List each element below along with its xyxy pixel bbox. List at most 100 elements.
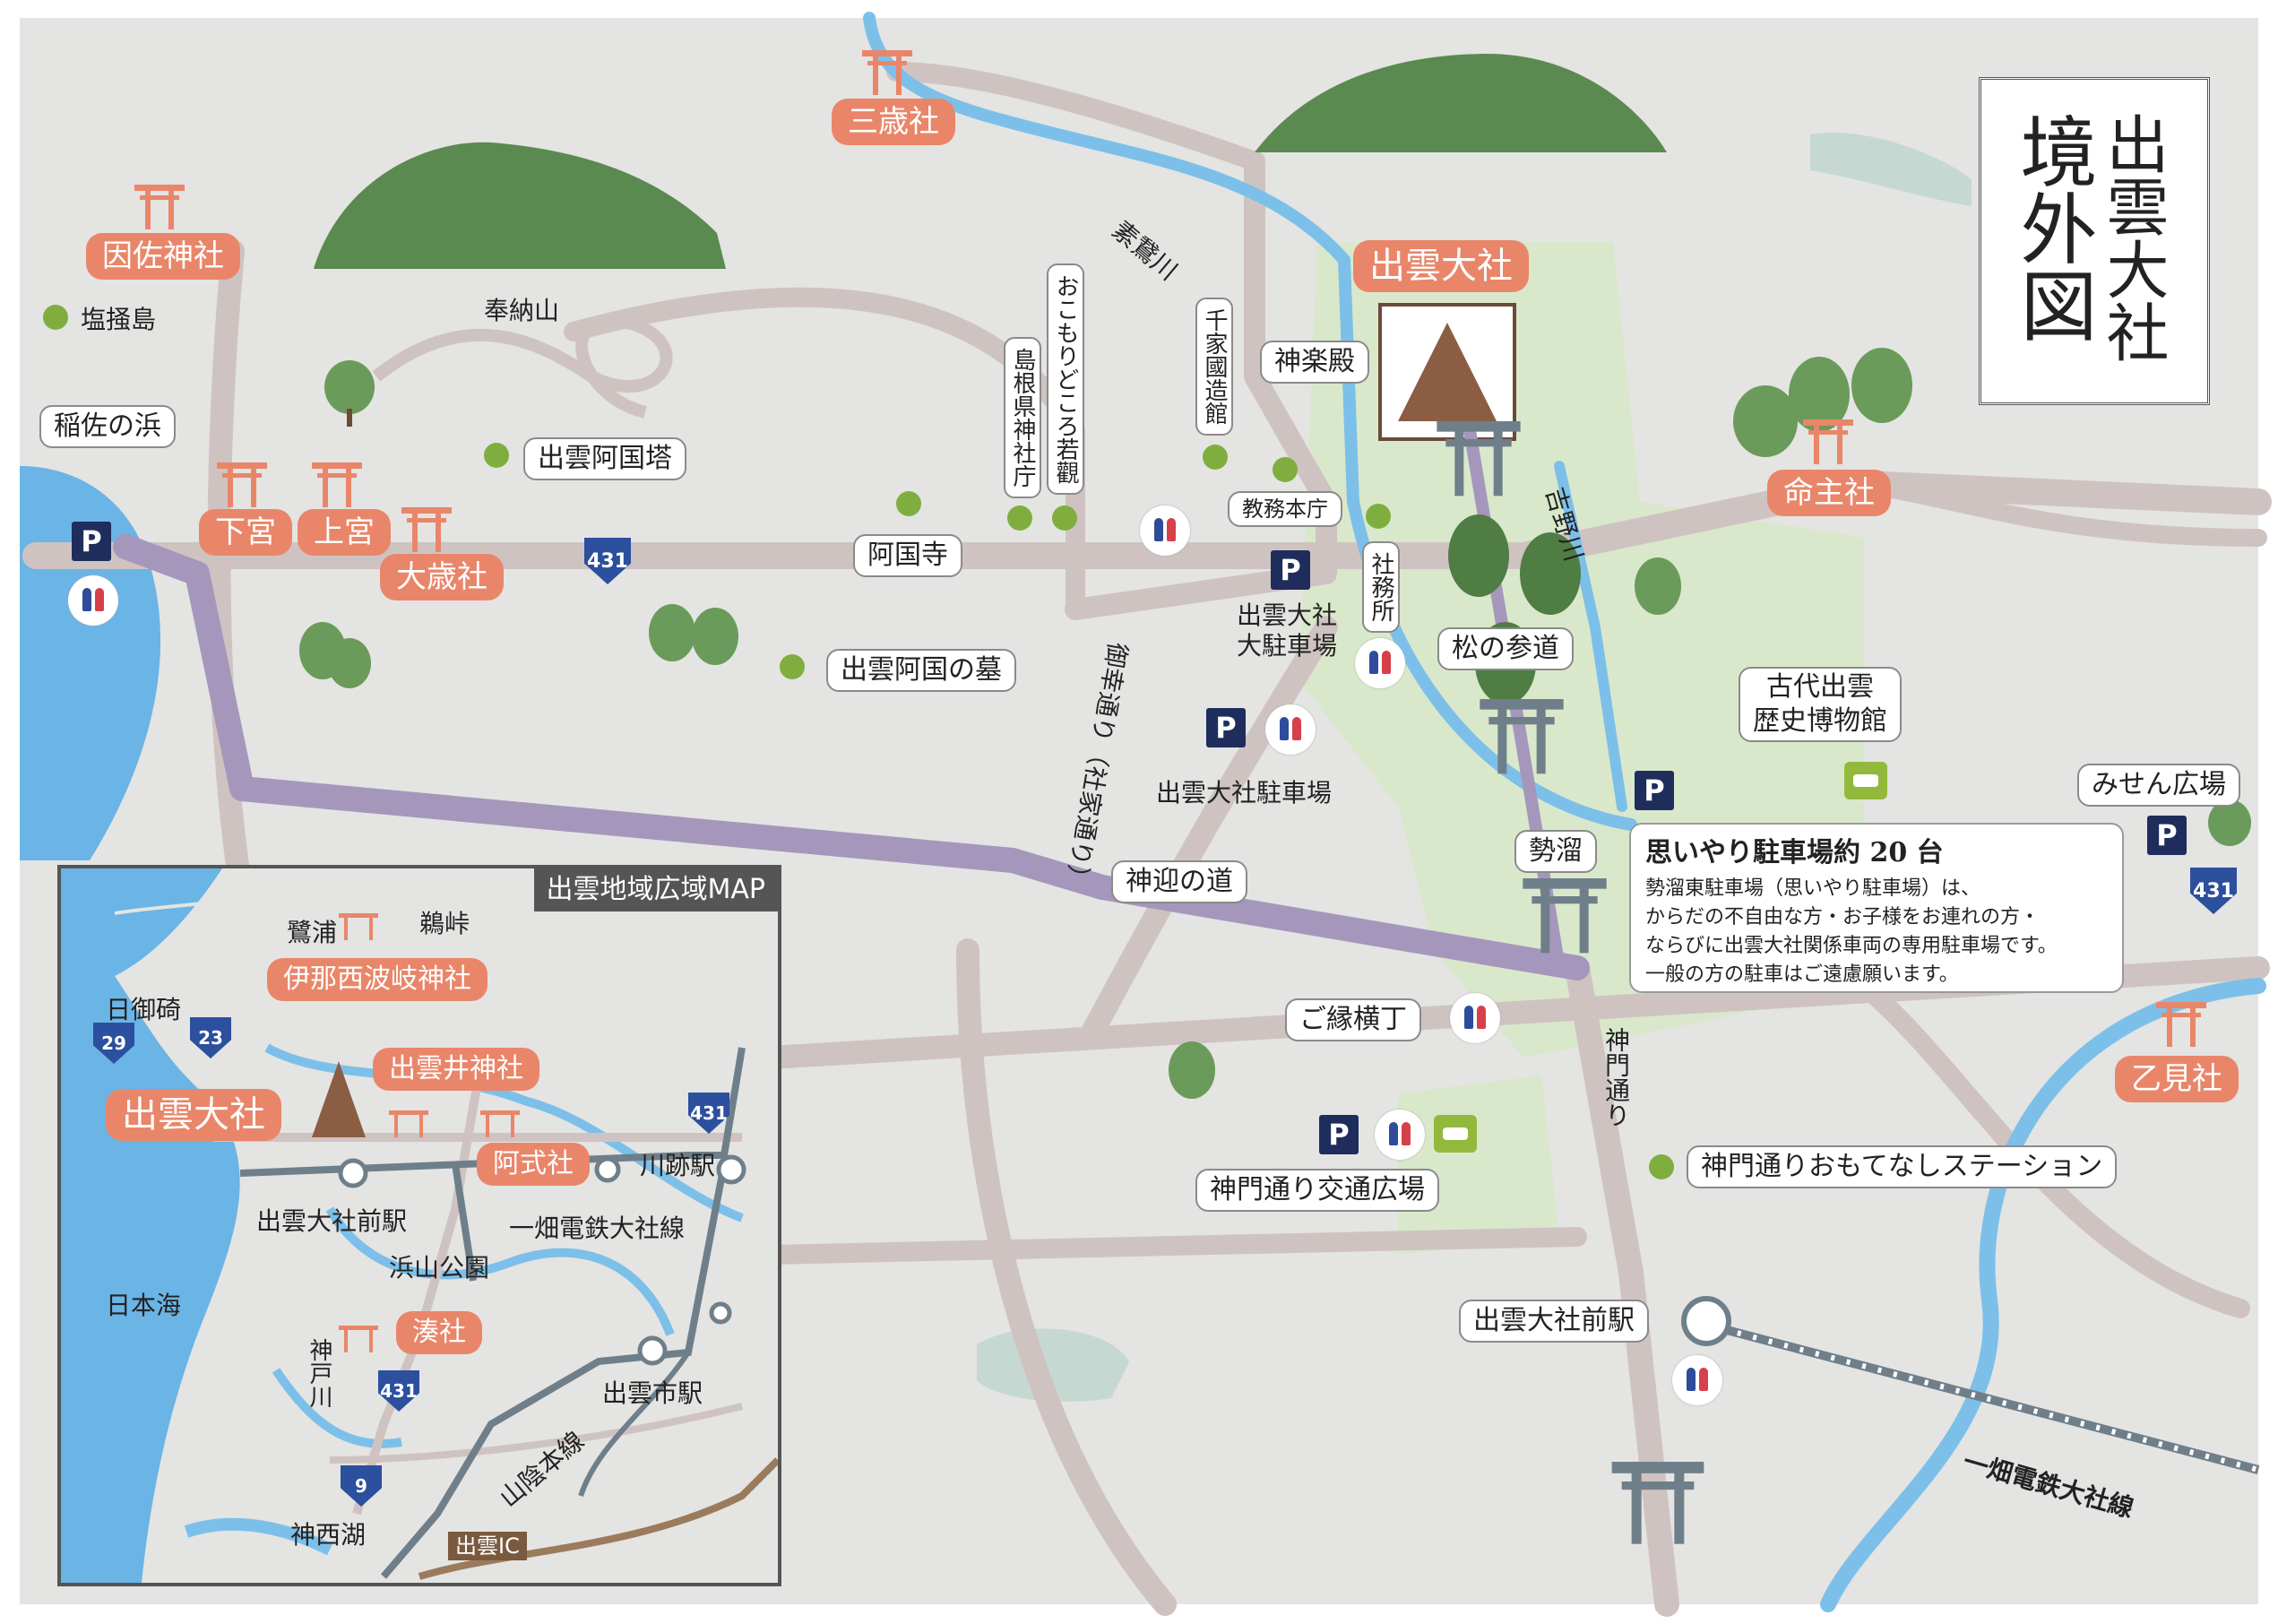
shrine-inasa[interactable]: 因佐神社 [86,233,240,280]
tree-icon [324,360,375,427]
inset-label-station-taisha: 出雲大社前駅 [256,1206,408,1236]
torii-icon [312,462,362,507]
parking-icon[interactable]: P [1206,708,1246,747]
place-shimane-office[interactable]: 島根県神社庁 [1004,337,1041,498]
poi-dot-icon [780,654,805,679]
toilet-icon[interactable] [68,575,118,626]
place-shamusho[interactable]: 社務所 [1362,541,1400,633]
torii-icon [1523,878,1607,954]
place-okomori[interactable]: おこもりどころ若觀 [1047,263,1084,495]
inset-label-hinomisaki: 日御碕 [106,995,182,1024]
inset-shrine-minato[interactable]: 湊社 [396,1311,482,1354]
place-okuni-grave[interactable]: 出雲阿国の墓 [826,649,1016,692]
label-shioka: 塩掻島 [81,305,157,334]
inset-label-izumo-ic: 出雲IC [448,1532,527,1560]
label-big-parking: 出雲大社 大駐車場 [1237,600,1338,661]
torii-icon [862,50,912,95]
map-title: 出雲大社 境外図 [1979,77,2210,405]
toilet-icon[interactable] [1672,1355,1722,1405]
toilet-icon[interactable] [1355,638,1405,688]
poi-dot-icon [1649,1154,1674,1179]
inset-label-sagiura: 鷺浦 [287,918,338,947]
poi-dot-icon [1366,504,1391,529]
title-line2: 境外図 [2006,112,2096,343]
torii-icon [2156,1002,2206,1047]
place-museum[interactable]: 古代出雲 歴史博物館 [1739,667,1902,742]
shrine-sansaisha[interactable]: 三歳社 [832,99,955,145]
torii-icon [1611,1462,1704,1544]
place-station[interactable]: 出雲大社前駅 [1459,1300,1649,1343]
parking-icon[interactable]: P [72,522,111,561]
label-shinmon-dori: 神門通り [1601,1027,1631,1127]
station-icon[interactable] [1681,1296,1731,1346]
inset-shrine-inasanami[interactable]: 伊那西波岐神社 [267,958,488,1001]
notice-heading: 思いやり駐車場約 20 台 [1645,837,1944,868]
parking-icon[interactable]: P [1319,1115,1359,1154]
shrine-otomisha[interactable]: 乙見社 [2115,1056,2239,1102]
parking-icon[interactable]: P [1271,550,1310,590]
inset-label-udo: 鵜峠 [419,909,470,938]
inset-label-hamayama: 浜山公園 [389,1253,490,1283]
tree-icon [299,622,371,688]
notice-body: 勢溜東駐車場（思いやり駐車場）は、 からだの不自由な方・お子様をお連れの方・ な… [1645,877,2058,986]
torii-icon [1803,419,1853,464]
poi-dot-icon [1007,505,1032,531]
inset-label-sea: 日本海 [106,1291,182,1320]
inset-shrine-ashiki[interactable]: 阿式社 [477,1143,590,1186]
parking-icon[interactable]: P [2147,816,2187,855]
place-kamimukae[interactable]: 神迎の道 [1111,860,1247,903]
toilet-icon[interactable] [1140,505,1190,556]
shrine-inochinushi[interactable]: 命主社 [1767,470,1891,516]
inset-label-kando-river: 神戸川 [306,1338,332,1408]
poi-dot-icon [43,305,68,330]
inset-shrine-izumoi[interactable]: 出雲井神社 [373,1048,539,1091]
mountain-west [314,142,726,269]
place-omotenashi[interactable]: 神門通りおもてなしステーション [1687,1145,2118,1188]
place-senge[interactable]: 千家國造館 [1195,298,1233,436]
toilet-icon[interactable] [1450,993,1500,1043]
tree-icon [1635,557,1681,615]
place-agokuji[interactable]: 阿国寺 [853,534,962,577]
place-kyomu-honcho[interactable]: 教務本庁 [1228,491,1342,527]
place-goen-yokocho[interactable]: ご縁横丁 [1285,998,1421,1041]
place-kaguraden[interactable]: 神楽殿 [1260,341,1369,384]
inset-title: 出雲地域広域MAP [533,868,778,911]
toilet-icon[interactable] [1375,1110,1425,1160]
place-shinmon-plaza[interactable]: 神門通り交通広場 [1195,1169,1439,1212]
toilet-icon[interactable] [1265,704,1316,755]
taxi-icon[interactable] [1844,762,1887,799]
place-matsu-sando[interactable]: 松の参道 [1437,627,1574,670]
torii-icon [134,185,185,229]
inset-label-izumoshi: 出雲市駅 [602,1378,703,1408]
torii-icon [1480,699,1564,774]
label-parking-lot: 出雲大社駐車場 [1156,778,1333,808]
shrine-izumo-taisha[interactable]: 出雲大社 [1353,240,1529,292]
torii-icon [217,462,267,507]
tree-icon [2208,799,2251,846]
inset-label-ichibata: 一畑電鉄大社線 [509,1214,686,1243]
tree-icon [1733,348,1912,457]
shrine-kaminomiya[interactable]: 上宮 [298,509,391,556]
poi-dot-icon [484,443,509,468]
label-honosan: 奉納山 [484,296,560,325]
place-misen[interactable]: みせん広場 [2077,764,2240,807]
place-okuni-tower[interactable]: 出雲阿国塔 [523,437,686,480]
place-seidamari[interactable]: 勢溜 [1514,830,1597,873]
inset-label-kawato: 川跡駅 [640,1151,716,1180]
inset-shrine-izumo-taisha[interactable]: 出雲大社 [106,1089,281,1141]
shrine-osaisha[interactable]: 大歳社 [380,554,504,600]
title-line1: 出雲大社 [2096,112,2170,363]
parking-icon[interactable]: P [1635,771,1674,810]
route-shield-icon: 431 [584,538,631,584]
shrine-building-icon [312,1061,366,1137]
taxi-icon[interactable] [1434,1115,1477,1153]
tree-icon [1169,1041,1215,1099]
parking-notice: 思いやり駐車場約 20 台 勢溜東駐車場（思いやり駐車場）は、 からだの不自由な… [1629,823,2124,993]
place-inasa-beach[interactable]: 稲佐の浜 [39,405,176,448]
shrine-shimonomiya[interactable]: 下宮 [199,509,292,556]
inset-map[interactable]: 出雲地域広域MAP 伊那西波岐神社 出雲大社 出雲井神社 阿式社 湊社 鷺浦 鵜… [57,865,781,1586]
poi-dot-icon [1273,457,1298,482]
poi-dot-icon [1052,505,1077,531]
